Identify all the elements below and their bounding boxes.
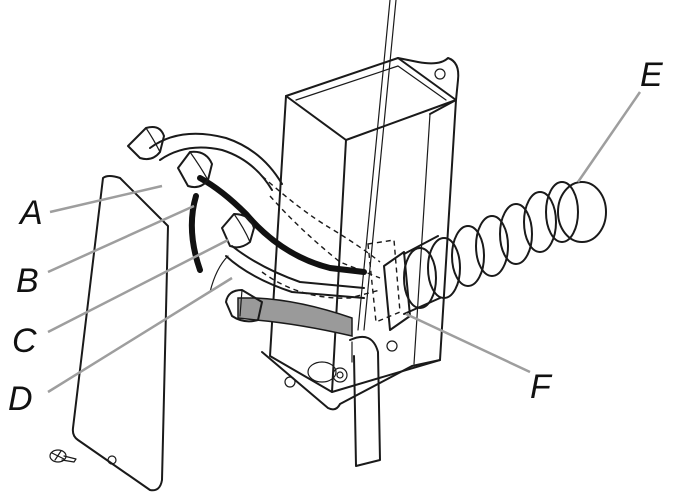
label-c: C (12, 322, 37, 360)
screw-icon (49, 449, 77, 463)
wire-nut-icon (127, 126, 165, 161)
leader-d (47, 276, 233, 394)
flange-hole-bottom (284, 376, 296, 388)
label-f: F (530, 368, 553, 406)
ground-screw (332, 367, 348, 383)
wire-nut-icon (225, 289, 263, 323)
knockout (307, 361, 337, 383)
label-d: D (8, 380, 33, 418)
wire-nut-icon (177, 150, 213, 189)
cover-plate-hole (107, 455, 117, 465)
neutral-wire (209, 245, 365, 299)
hidden-wiring (261, 175, 401, 324)
leader-lines (47, 91, 642, 394)
label-b: B (16, 262, 39, 300)
junction-box (261, 57, 460, 411)
cover-plate (71, 175, 169, 492)
hot-wire (188, 175, 367, 275)
leader-a (49, 184, 163, 214)
flange-hole-right (386, 340, 398, 352)
ground-wire (149, 132, 283, 191)
leader-f (405, 312, 531, 374)
wall-edge (357, 0, 397, 331)
wire-nut-icon (221, 213, 255, 249)
label-e: E (640, 56, 663, 94)
leader-e (576, 91, 642, 183)
leader-c (47, 238, 229, 334)
ground-conductor (237, 297, 353, 337)
flexible-conduit-icon (383, 181, 607, 331)
label-a: A (18, 194, 43, 232)
leader-b (47, 204, 195, 274)
flange-hole-top (434, 68, 446, 80)
strap (349, 336, 381, 467)
